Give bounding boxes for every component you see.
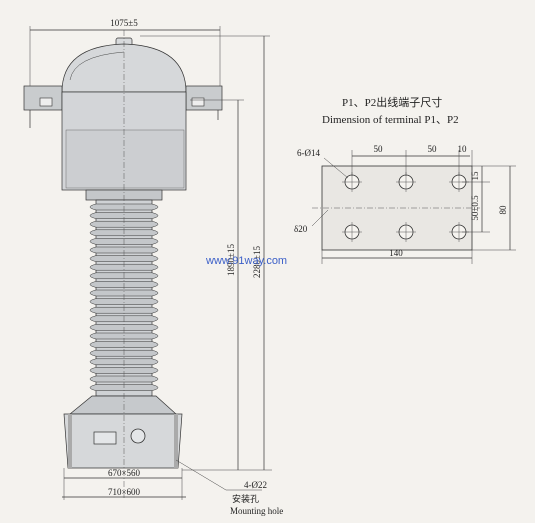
dimension-lines <box>29 26 272 500</box>
insulator-shed <box>89 220 159 228</box>
plate-width-label: 140 <box>389 248 403 258</box>
terminal-plate <box>312 165 480 251</box>
insulator-shed <box>89 263 159 271</box>
terminal-holes <box>342 172 469 242</box>
terminal-dimensions <box>311 150 516 264</box>
thickness-label: δ20 <box>294 224 308 234</box>
height-1890-label: 1890±15 <box>226 244 236 276</box>
transformer-body <box>23 37 223 469</box>
spacing-1-label: 50 <box>374 144 384 154</box>
edge-y-label: 15 <box>470 171 480 181</box>
insulator-shed <box>89 212 159 219</box>
mounting-hole-dia-label: 4-Ø22 <box>244 480 267 490</box>
plate-height-label: 80 <box>498 205 508 215</box>
insulator-shed <box>89 332 159 340</box>
base-outer-label: 710×600 <box>108 487 141 497</box>
terminal-title-cn: P1、P2出线端子尺寸 <box>342 95 442 109</box>
pitch-y-label: 50±0.5 <box>470 195 480 221</box>
top-width-label: 1075±5 <box>110 18 138 28</box>
terminal-title-en: Dimension of terminal P1、P2 <box>322 114 459 126</box>
mounting-hole-cn-label: 安装孔 <box>232 493 259 504</box>
holes-label: 6-Ø14 <box>297 148 320 158</box>
edge-x-label: 10 <box>458 144 468 154</box>
insulator-shed <box>89 367 159 374</box>
insulator-shed <box>89 298 159 305</box>
insulator-sheds <box>89 203 159 391</box>
watermark-text: www.91way.com <box>205 255 287 267</box>
height-2280-label: 2280±15 <box>252 246 262 278</box>
base-inner-label: 670×560 <box>108 468 141 478</box>
spacing-2-label: 50 <box>428 144 438 154</box>
insulator-shed <box>89 341 159 348</box>
mounting-hole-en-label: Mounting hole <box>230 506 283 516</box>
insulator-shed <box>89 289 159 297</box>
